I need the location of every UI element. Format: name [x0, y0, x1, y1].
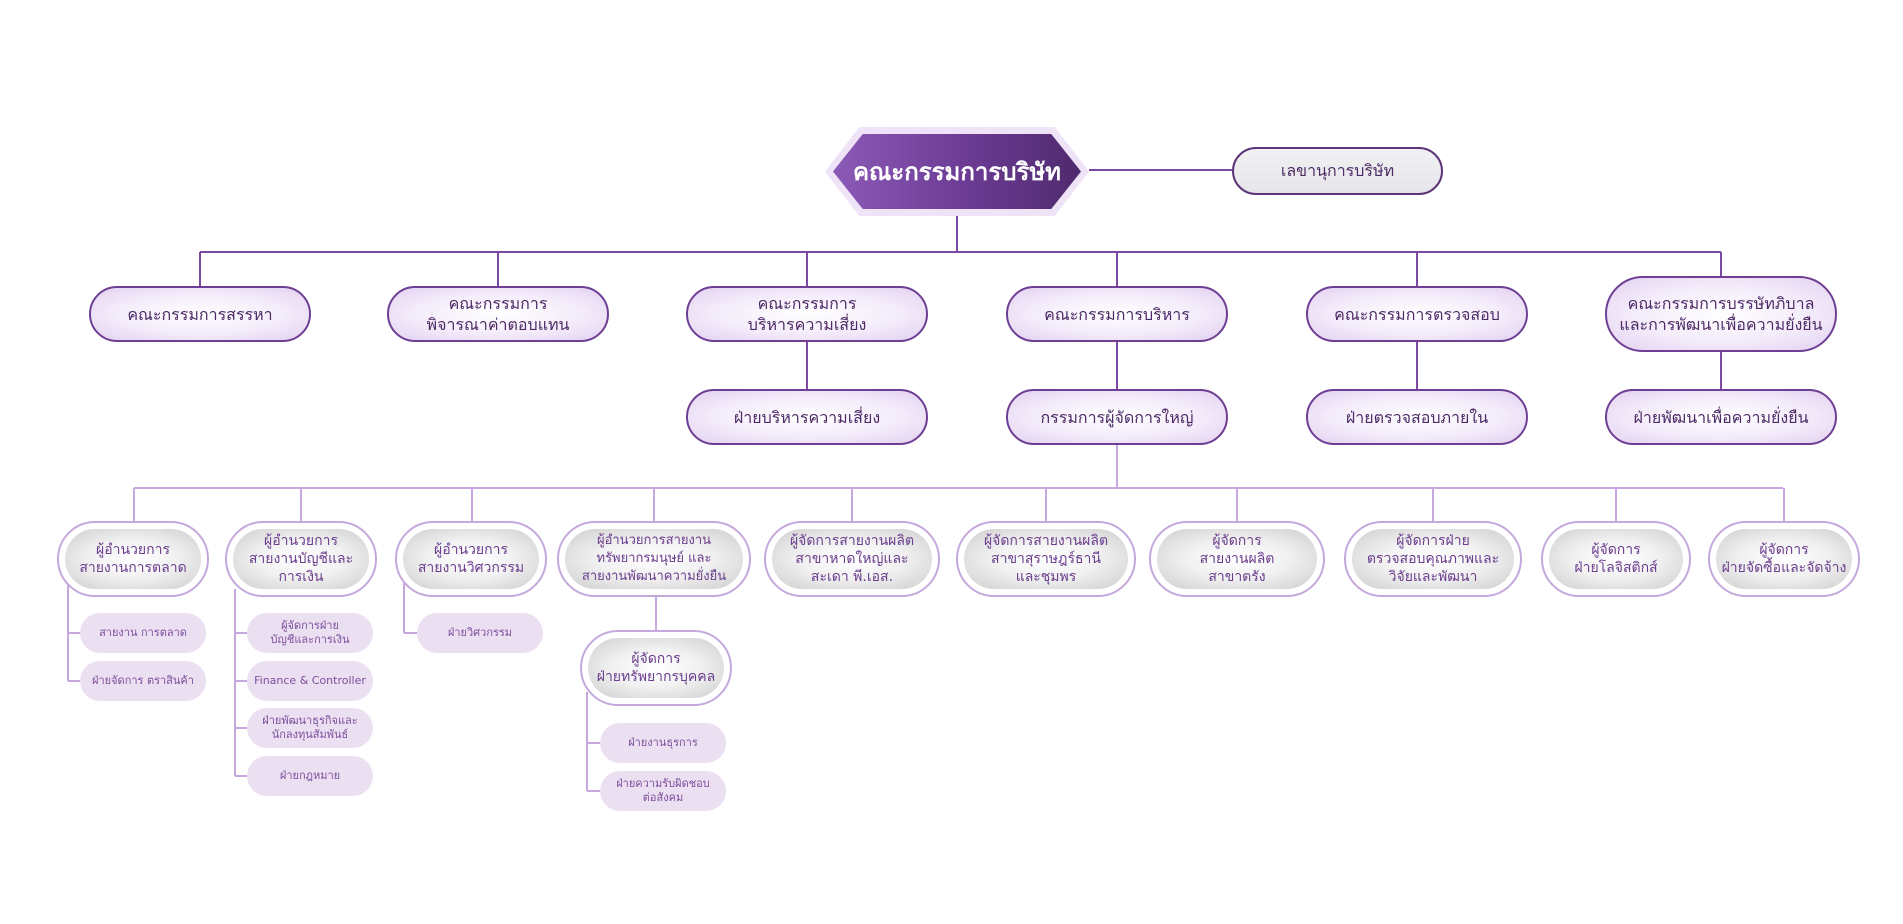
executive-node-marketing[interactable]: ผู้อำนวยการ สายงานการตลาด [57, 521, 209, 597]
executive-node-quality-rnd[interactable]: ผู้จัดการฝ่าย ตรวจสอบคุณภาพและ วิจัยและพ… [1344, 521, 1522, 597]
internal-audit-department-node[interactable]: ฝ่ายตรวจสอบภายใน [1306, 389, 1528, 445]
unit-engineering[interactable]: ฝ่ายวิศวกรรม [417, 613, 543, 653]
unit-administration[interactable]: ฝ่ายงานธุรการ [600, 723, 726, 763]
executive-node-engineering[interactable]: ผู้อำนวยการ สายงานวิศวกรรม [395, 521, 547, 597]
executive-label: ผู้อำนวยการสายงาน ทรัพยากรมนุษย์ และ สาย… [565, 529, 743, 589]
governance-sustainability-committee-node[interactable]: คณะกรรมการบรรษัทภิบาล และการพัฒนาเพื่อคว… [1605, 276, 1837, 352]
executive-label: ผู้จัดการสายงานผลิต สาขาสุราษฎร์ธานี และ… [964, 529, 1128, 589]
sustainability-department-node[interactable]: ฝ่ายพัฒนาเพื่อความยั่งยืน [1605, 389, 1837, 445]
unit-brand-management[interactable]: ฝ่ายจัดการ ตราสินค้า [80, 661, 206, 701]
company-secretary-node[interactable]: เลขานุการบริษัท [1232, 147, 1443, 195]
unit-accounting-finance-manager[interactable]: ผู้จัดการฝ่าย บัญชีและการเงิน [247, 613, 373, 653]
unit-finance-controller[interactable]: Finance & Controller [247, 661, 373, 701]
board-of-directors-node[interactable]: คณะกรรมการบริษัท [833, 134, 1081, 209]
audit-committee-node[interactable]: คณะกรรมการตรวจสอบ [1306, 286, 1528, 342]
president-node[interactable]: กรรมการผู้จัดการใหญ่ [1006, 389, 1228, 445]
executive-node-logistics[interactable]: ผู้จัดการ ฝ่ายโลจิสติกส์ [1541, 521, 1691, 597]
executive-label: ผู้อำนวยการ สายงานการตลาด [65, 529, 201, 589]
executive-node-finance[interactable]: ผู้อำนวยการ สายงานบัญชีและ การเงิน [225, 521, 377, 597]
risk-management-department-node[interactable]: ฝ่ายบริหารความเสี่ยง [686, 389, 928, 445]
executive-label: ผู้จัดการ ฝ่ายโลจิสติกส์ [1549, 529, 1683, 589]
unit-csr[interactable]: ฝ่ายความรับผิดชอบ ต่อสังคม [600, 771, 726, 811]
unit-business-development-ir[interactable]: ฝ่ายพัฒนาธุรกิจและ นักลงทุนสัมพันธ์ [247, 708, 373, 748]
executive-label: ผู้อำนวยการ สายงานบัญชีและ การเงิน [233, 529, 369, 589]
executive-node-suratthani-production[interactable]: ผู้จัดการสายงานผลิต สาขาสุราษฎร์ธานี และ… [956, 521, 1136, 597]
executive-node-hatyai-production[interactable]: ผู้จัดการสายงานผลิต สาขาหาดใหญ่และ สะเดา… [764, 521, 940, 597]
unit-marketing[interactable]: สายงาน การตลาด [80, 613, 206, 653]
executive-committee-node[interactable]: คณะกรรมการบริหาร [1006, 286, 1228, 342]
executive-node-procurement[interactable]: ผู้จัดการ ฝ่ายจัดซื้อและจัดจ้าง [1708, 521, 1860, 597]
risk-management-committee-node[interactable]: คณะกรรมการ บริหารความเสี่ยง [686, 286, 928, 342]
executive-label: ผู้จัดการสายงานผลิต สาขาหาดใหญ่และ สะเดา… [772, 529, 932, 589]
hr-manager-node[interactable]: ผู้จัดการ ฝ่ายทรัพยากรบุคคล [580, 630, 732, 706]
unit-legal[interactable]: ฝ่ายกฎหมาย [247, 756, 373, 796]
executive-node-trang-production[interactable]: ผู้จัดการ สายงานผลิต สาขาตรัง [1149, 521, 1325, 597]
executive-label: ผู้จัดการ ฝ่ายทรัพยากรบุคคล [588, 638, 724, 698]
executive-node-hr-sustainability[interactable]: ผู้อำนวยการสายงาน ทรัพยากรมนุษย์ และ สาย… [557, 521, 751, 597]
executive-label: ผู้จัดการ ฝ่ายจัดซื้อและจัดจ้าง [1716, 529, 1852, 589]
nomination-committee-node[interactable]: คณะกรรมการสรรหา [89, 286, 311, 342]
executive-label: ผู้จัดการ สายงานผลิต สาขาตรัง [1157, 529, 1317, 589]
executive-label: ผู้จัดการฝ่าย ตรวจสอบคุณภาพและ วิจัยและพ… [1352, 529, 1514, 589]
remuneration-committee-node[interactable]: คณะกรรมการ พิจารณาค่าตอบแทน [387, 286, 609, 342]
executive-label: ผู้อำนวยการ สายงานวิศวกรรม [403, 529, 539, 589]
